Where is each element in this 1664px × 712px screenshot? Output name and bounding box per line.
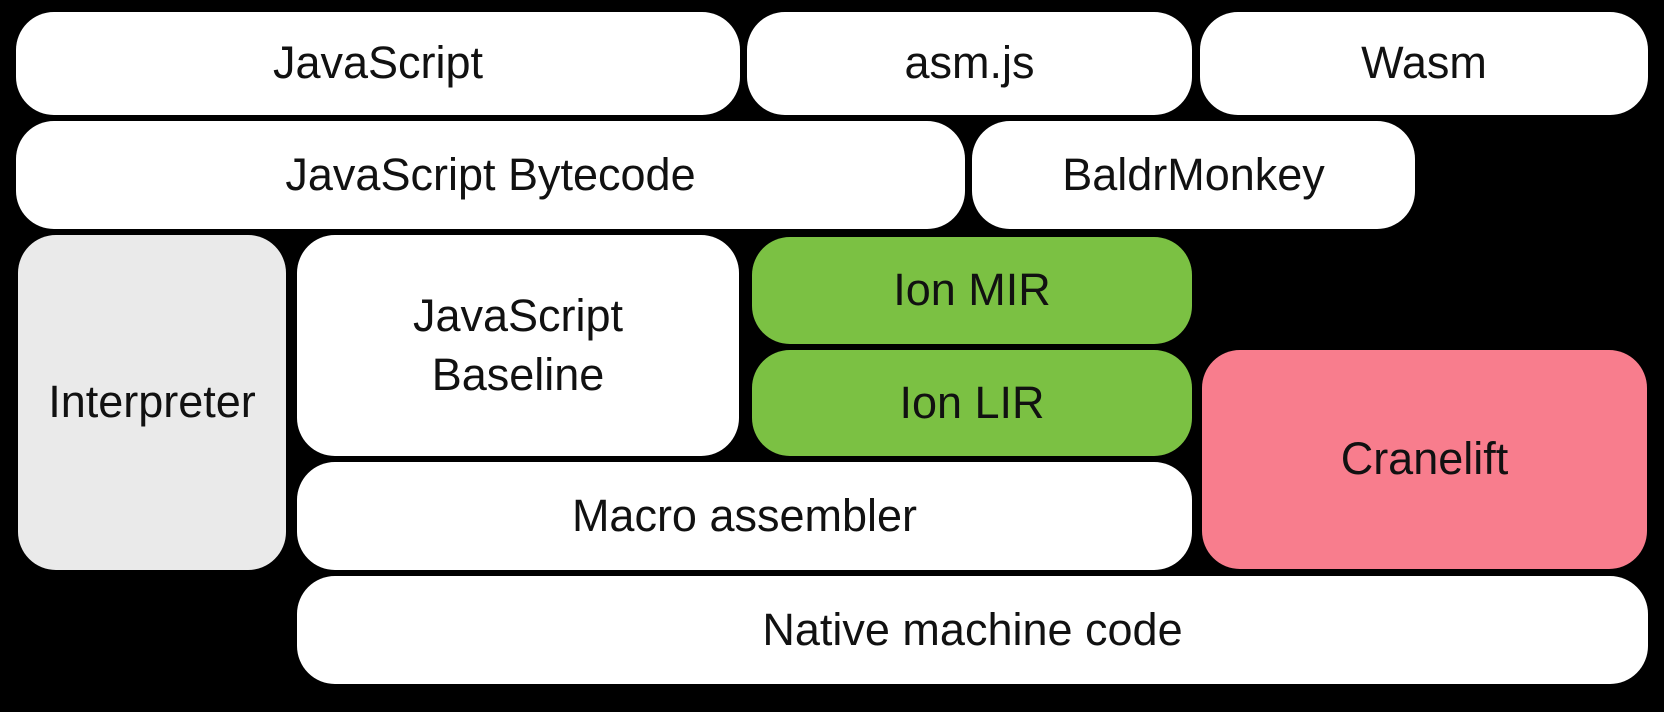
node-ion-mir-label: Ion MIR (893, 264, 1051, 316)
node-javascript-bytecode: JavaScript Bytecode (16, 121, 965, 229)
node-macro-assembler-label: Macro assembler (571, 489, 918, 541)
node-ion-mir: Ion MIR (752, 237, 1192, 344)
node-javascript-baseline-label: JavaScript Baseline (412, 290, 624, 400)
node-interpreter: Interpreter (18, 235, 286, 570)
node-macro-assembler: Macro assembler (297, 462, 1192, 570)
node-javascript: JavaScript (16, 12, 740, 115)
node-native-machine-code: Native machine code (297, 576, 1648, 684)
node-wasm-label: Wasm (1361, 37, 1487, 89)
node-cranelift-label: Cranelift (1340, 433, 1509, 485)
node-ion-lir-label: Ion LIR (899, 376, 1045, 428)
node-baldrmonkey-label: BaldrMonkey (1062, 148, 1325, 200)
node-wasm: Wasm (1200, 12, 1648, 115)
node-asmjs: asm.js (747, 12, 1192, 115)
node-javascript-label: JavaScript (272, 37, 484, 89)
node-javascript-baseline: JavaScript Baseline (297, 235, 739, 456)
node-javascript-bytecode-label: JavaScript Bytecode (285, 148, 696, 200)
node-cranelift: Cranelift (1202, 350, 1647, 569)
node-native-machine-code-label: Native machine code (762, 603, 1183, 655)
node-asmjs-label: asm.js (904, 37, 1035, 89)
node-baldrmonkey: BaldrMonkey (972, 121, 1415, 229)
node-interpreter-label: Interpreter (48, 376, 256, 428)
node-ion-lir: Ion LIR (752, 350, 1192, 456)
